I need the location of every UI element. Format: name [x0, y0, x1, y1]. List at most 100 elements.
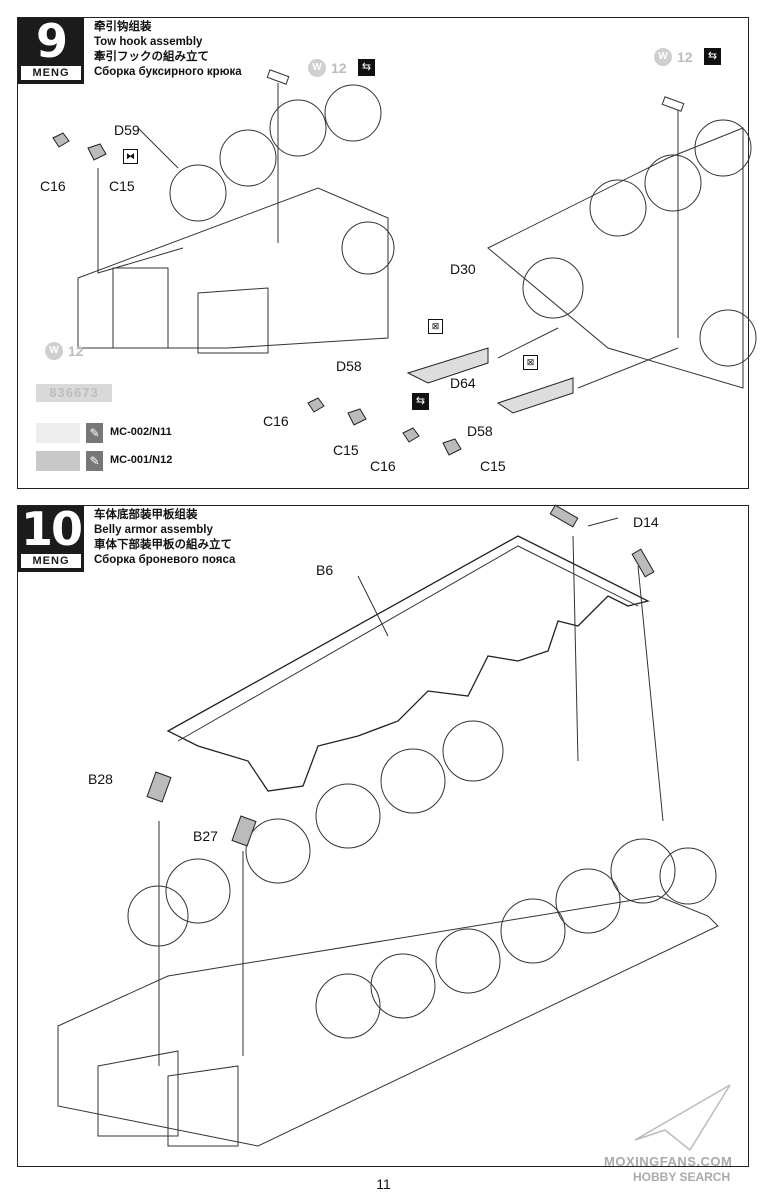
road-wheel — [589, 179, 647, 237]
part-c15 — [87, 143, 107, 161]
title-en: Belly armor assembly — [94, 524, 213, 536]
brush-icon: ✎ — [86, 451, 103, 471]
road-wheel — [341, 221, 395, 275]
swap-icon: ⇆ — [704, 48, 721, 65]
road-wheel — [165, 858, 231, 924]
exhaust-left — [97, 1050, 179, 1137]
step-number: 9 — [35, 14, 68, 68]
watermark-text: HOBBY SEARCH — [633, 1170, 731, 1184]
leader-line — [587, 517, 619, 527]
weld-badge-icon: W — [308, 59, 326, 77]
part-label: C16 — [263, 413, 289, 429]
sprocket — [522, 257, 584, 319]
part-label: C15 — [109, 178, 135, 194]
tow-hook-right — [496, 377, 574, 414]
part-d14 — [549, 504, 579, 528]
hull-body — [57, 895, 719, 1147]
step-10-drawing — [57, 504, 719, 1147]
paint-swatch — [36, 451, 80, 471]
road-wheel — [694, 119, 752, 177]
part-label: B28 — [88, 771, 113, 787]
part-d14 — [631, 548, 655, 578]
part-label: C16 — [370, 458, 396, 474]
part-label: D64 — [450, 375, 476, 391]
road-wheel — [315, 973, 381, 1039]
part-label: B27 — [193, 828, 218, 844]
part-b27 — [231, 815, 257, 847]
sprocket — [659, 847, 717, 905]
brush-icon: ✎ — [86, 423, 103, 443]
road-wheel — [169, 164, 227, 222]
road-wheel — [324, 84, 382, 142]
title-zh: 牵引钩组装 — [94, 21, 152, 33]
weld-count: 12 — [677, 49, 693, 65]
exhaust-right — [167, 1065, 239, 1147]
road-wheel — [644, 154, 702, 212]
part-c15 — [347, 408, 367, 426]
tow-hook-left — [406, 347, 489, 384]
part-label: D58 — [467, 423, 493, 439]
road-wheel — [219, 129, 277, 187]
paint-code: MC-002/N11 — [110, 426, 172, 438]
part-label: D30 — [450, 261, 476, 277]
paint-swatch — [36, 423, 80, 443]
brand-logo: MENG — [21, 554, 81, 568]
step-10-badge: 10 MENG — [18, 502, 84, 572]
leader-line — [97, 168, 184, 274]
step-number: 10 — [20, 502, 83, 556]
no-glue-icon: ⊠ — [523, 355, 538, 370]
step-10-panel: 10 MENG 车体底部装甲板组装 Belly armor assembly 車… — [17, 502, 749, 1167]
hull-left-outline — [77, 187, 389, 349]
exhaust-left — [112, 267, 169, 349]
weld-count: 12 — [68, 343, 84, 359]
belly-plate-b6 — [166, 535, 650, 792]
watermark-text: MOXINGFANS.COM — [604, 1154, 733, 1169]
swap-icon: ⇆ — [358, 59, 375, 76]
weld-sticker — [266, 69, 290, 85]
part-label: D58 — [336, 358, 362, 374]
road-wheel — [315, 783, 381, 849]
title-ja: 牽引フックの組み立て — [94, 51, 209, 63]
part-c16 — [307, 397, 325, 413]
step-9-panel: 9 MENG 牵引钩组装 Tow hook assembly 牽引フックの組み立… — [17, 14, 757, 489]
part-c16 — [402, 427, 420, 443]
road-wheel — [370, 953, 436, 1019]
road-wheel — [245, 818, 311, 884]
road-wheel — [610, 838, 676, 904]
weld-badge-icon: W — [45, 342, 63, 360]
part-label: C16 — [40, 178, 66, 194]
leader-line — [137, 127, 179, 169]
road-wheel — [500, 898, 566, 964]
title-ru: Сборка броневого пояса — [94, 554, 236, 566]
road-wheel — [269, 99, 327, 157]
no-glue-icon: ⊠ — [428, 319, 443, 334]
leader-line — [357, 575, 389, 637]
part-label: C15 — [333, 442, 359, 458]
part-label: B6 — [316, 562, 334, 578]
part-label: D59 — [114, 122, 140, 138]
part-b28 — [146, 771, 172, 803]
paint-code: MC-001/N12 — [110, 454, 173, 466]
brand-logo: MENG — [21, 66, 81, 80]
plate-edge — [177, 545, 639, 742]
road-wheel — [435, 928, 501, 994]
road-wheel — [555, 868, 621, 934]
road-wheel — [699, 309, 757, 367]
title-en: Tow hook assembly — [94, 36, 203, 48]
weld-count: 12 — [331, 60, 347, 76]
page-number: 11 — [376, 1176, 391, 1192]
title-ja: 車体下部装甲板の組み立て — [94, 539, 232, 551]
title-ru: Сборка буксирного крюка — [94, 66, 242, 78]
exhaust-right — [197, 287, 269, 354]
step-9-titles: 牵引钩组装 Tow hook assembly 牽引フックの組み立て Сборк… — [94, 20, 242, 80]
road-wheel — [127, 885, 189, 947]
step-9-badge: 9 MENG — [18, 14, 84, 84]
part-c15 — [442, 438, 462, 456]
weld-badge-icon: W — [654, 48, 672, 66]
part-code: 836673 — [36, 384, 112, 402]
part-label: C15 — [480, 458, 506, 474]
paper-plane-icon — [634, 1084, 731, 1152]
leader-line — [497, 327, 559, 359]
road-wheel — [442, 720, 504, 782]
